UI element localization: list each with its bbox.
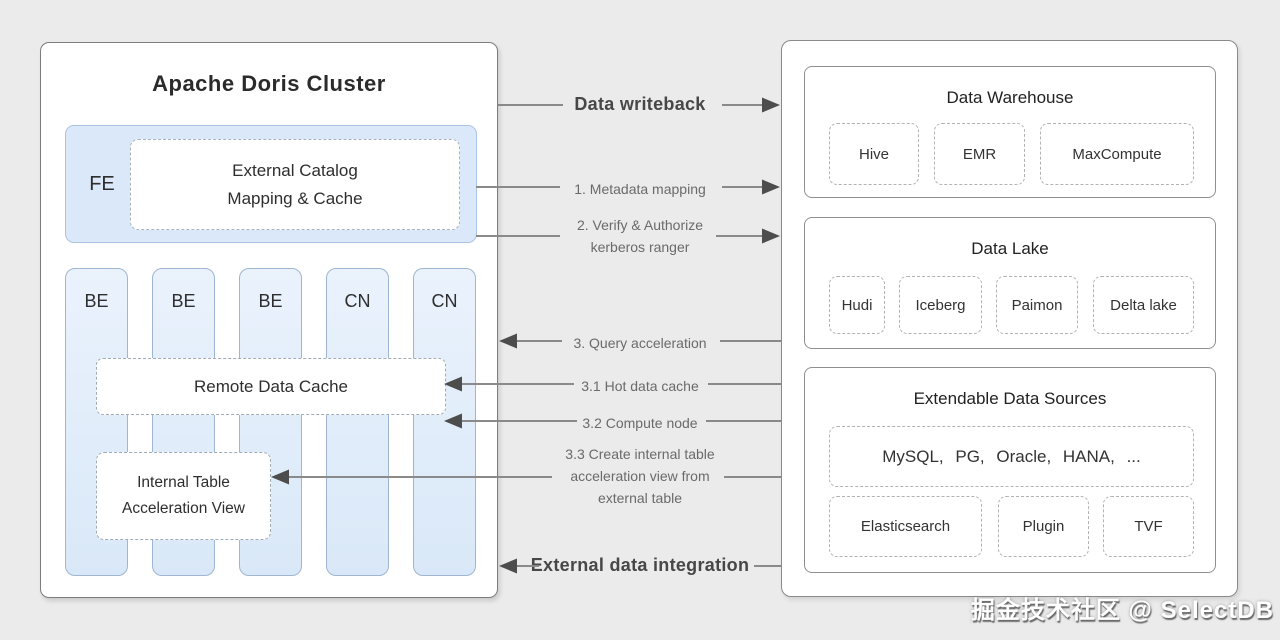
chip-paimon: Paimon bbox=[996, 276, 1078, 334]
cn-node-1-label: CN bbox=[344, 291, 371, 311]
internal-table-acceleration-view-box: Internal Table Acceleration View bbox=[96, 452, 271, 540]
fe-node-box: FE External Catalog Mapping & Cache bbox=[65, 125, 477, 243]
external-catalog-box: External Catalog Mapping & Cache bbox=[130, 139, 460, 230]
chip-emr: EMR bbox=[934, 123, 1025, 185]
extendable-data-sources-section: Extendable Data Sources MySQL, PG, Oracl… bbox=[804, 367, 1216, 573]
be-node-1-label: BE bbox=[84, 291, 109, 311]
cluster-title: Apache Doris Cluster bbox=[152, 71, 386, 96]
internal-table-line1: Internal Table bbox=[137, 474, 230, 491]
internal-table-line2: Acceleration View bbox=[122, 500, 245, 517]
fe-label: FE bbox=[89, 172, 115, 195]
cn-node-2-label: CN bbox=[431, 291, 458, 311]
label-external-integration: External data integration bbox=[530, 555, 750, 575]
label-verify-authorize: 2. Verify & Authorize kerberos ranger bbox=[577, 214, 703, 258]
chip-elasticsearch: Elasticsearch bbox=[829, 496, 982, 557]
remote-data-cache-box: Remote Data Cache bbox=[96, 358, 446, 415]
label-metadata-mapping: 1. Metadata mapping bbox=[574, 181, 706, 197]
external-catalog-line2: Mapping & Cache bbox=[227, 188, 363, 208]
apache-doris-cluster-panel: Apache Doris Cluster FE External Catalog… bbox=[40, 42, 498, 598]
extendable-data-sources-title: Extendable Data Sources bbox=[913, 389, 1107, 408]
be-node-2-label: BE bbox=[171, 291, 196, 311]
label-verify-line2: kerberos ranger bbox=[590, 239, 690, 255]
label-create-view-line3: external table bbox=[597, 490, 683, 506]
external-catalog-line1: External Catalog bbox=[232, 160, 358, 180]
label-verify-line1: 2. Verify & Authorize bbox=[576, 217, 704, 233]
chip-jdbc-sources: MySQL, PG, Oracle, HANA, ... bbox=[829, 426, 1194, 487]
external-systems-panel: Data Warehouse Hive EMR MaxCompute Data … bbox=[781, 40, 1238, 597]
watermark: 掘金技术社区 @ SelectDB bbox=[970, 597, 1274, 624]
chip-iceberg: Iceberg bbox=[899, 276, 982, 334]
label-compute-node: 3.2 Compute node bbox=[582, 415, 698, 431]
label-create-view: 3.3 Create internal table acceleration v… bbox=[565, 443, 714, 509]
chip-delta-lake: Delta lake bbox=[1093, 276, 1194, 334]
data-warehouse-title: Data Warehouse bbox=[946, 88, 1074, 107]
cn-node-1: CN bbox=[326, 268, 389, 576]
chip-maxcompute: MaxCompute bbox=[1040, 123, 1194, 185]
chip-hudi: Hudi bbox=[829, 276, 885, 334]
label-query-acceleration: 3. Query acceleration bbox=[573, 335, 707, 351]
label-data-writeback: Data writeback bbox=[574, 94, 706, 114]
label-create-view-line1: 3.3 Create internal table bbox=[565, 446, 715, 462]
cn-node-2: CN bbox=[413, 268, 476, 576]
label-create-view-line2: acceleration view from bbox=[570, 468, 710, 484]
label-hot-data-cache: 3.1 Hot data cache bbox=[581, 378, 699, 394]
chip-plugin: Plugin bbox=[998, 496, 1089, 557]
data-lake-section: Data Lake Hudi Iceberg Paimon Delta lake bbox=[804, 217, 1216, 349]
chip-tvf: TVF bbox=[1103, 496, 1194, 557]
data-warehouse-section: Data Warehouse Hive EMR MaxCompute bbox=[804, 66, 1216, 198]
chip-hive: Hive bbox=[829, 123, 919, 185]
data-lake-title: Data Lake bbox=[971, 239, 1049, 258]
be-node-3-label: BE bbox=[258, 291, 283, 311]
